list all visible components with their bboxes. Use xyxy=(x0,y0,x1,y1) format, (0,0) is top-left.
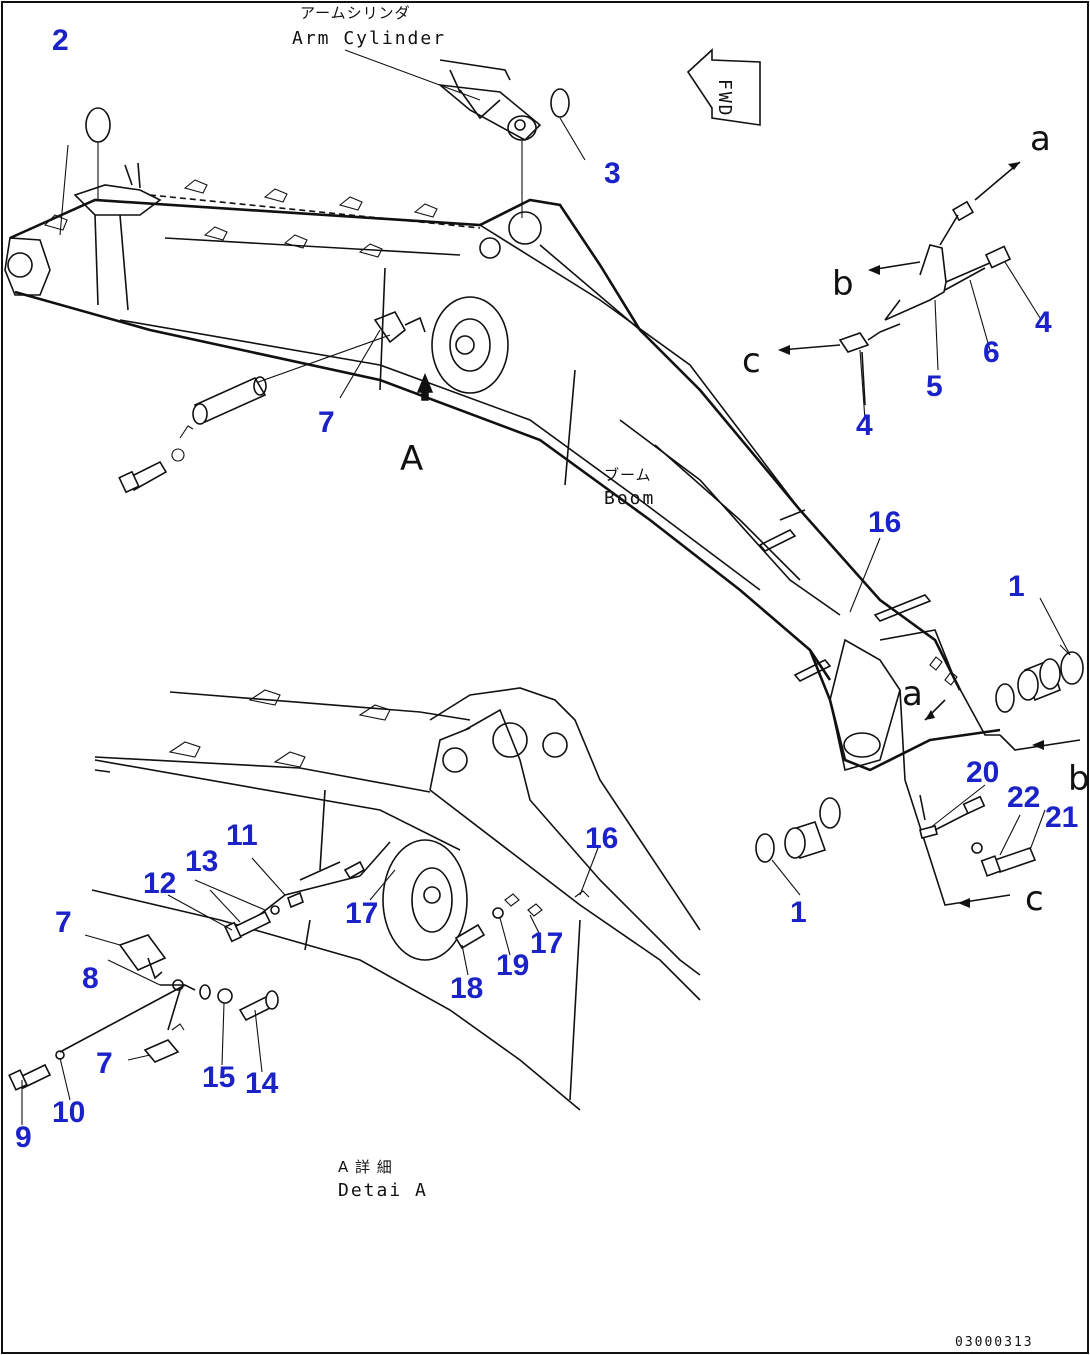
callout-3: 3 xyxy=(604,157,621,190)
boom-assembly xyxy=(4,48,1084,908)
callout-15: 15 xyxy=(202,1061,235,1094)
callout-19: 19 xyxy=(496,949,529,982)
callout-22: 22 xyxy=(1007,781,1040,814)
callout-14: 14 xyxy=(245,1067,279,1100)
callout-20: 20 xyxy=(966,756,999,789)
callout-16: 16 xyxy=(585,822,618,855)
callout-18: 18 xyxy=(450,972,483,1005)
detail-a-view xyxy=(8,117,1071,1125)
connector-a-lower: a xyxy=(902,674,923,714)
callout-1: 1 xyxy=(790,896,807,929)
connector-b-lower: b xyxy=(1068,759,1090,799)
connector-a-top: a xyxy=(1030,119,1051,159)
callout-6: 6 xyxy=(983,336,1000,369)
callout-17: 17 xyxy=(345,897,378,930)
callout-8: 8 xyxy=(82,962,99,995)
callout-2: 2 xyxy=(52,24,69,57)
fwd-label: FWD xyxy=(714,79,735,118)
boom-label-en: Boom xyxy=(604,488,655,509)
detail-a-title-en: Detai A xyxy=(338,1180,428,1201)
drawing-code: 03000313 xyxy=(955,1335,1034,1350)
callout-9: 9 xyxy=(15,1121,32,1154)
callout-1: 1 xyxy=(1008,570,1025,603)
callout-7: 7 xyxy=(318,406,335,439)
connector-b-top: b xyxy=(832,264,854,304)
callout-21: 21 xyxy=(1045,801,1078,834)
fwd-arrow-icon xyxy=(686,48,761,126)
arm-cylinder-label-en: Arm Cylinder xyxy=(292,28,446,49)
callout-4: 4 xyxy=(856,409,873,442)
connector-c-lower: c xyxy=(1025,879,1044,919)
boom-label-jp: ブーム xyxy=(604,466,652,484)
callout-5: 5 xyxy=(926,370,943,403)
arm-cylinder-label-jp: アームシリンダ xyxy=(300,4,411,22)
callout-12: 12 xyxy=(143,867,176,900)
callout-13: 13 xyxy=(185,845,218,878)
callout-17: 17 xyxy=(530,927,563,960)
detail-a-title-jp: A 詳 細 xyxy=(338,1158,393,1176)
view-a-marker: A xyxy=(400,439,423,479)
callout-11: 11 xyxy=(226,819,258,852)
callout-7: 7 xyxy=(55,906,72,939)
callout-16: 16 xyxy=(868,506,901,539)
callout-10: 10 xyxy=(52,1096,85,1129)
connector-c-top: c xyxy=(742,341,761,381)
callout-4: 4 xyxy=(1035,306,1052,339)
callout-7: 7 xyxy=(96,1047,113,1080)
